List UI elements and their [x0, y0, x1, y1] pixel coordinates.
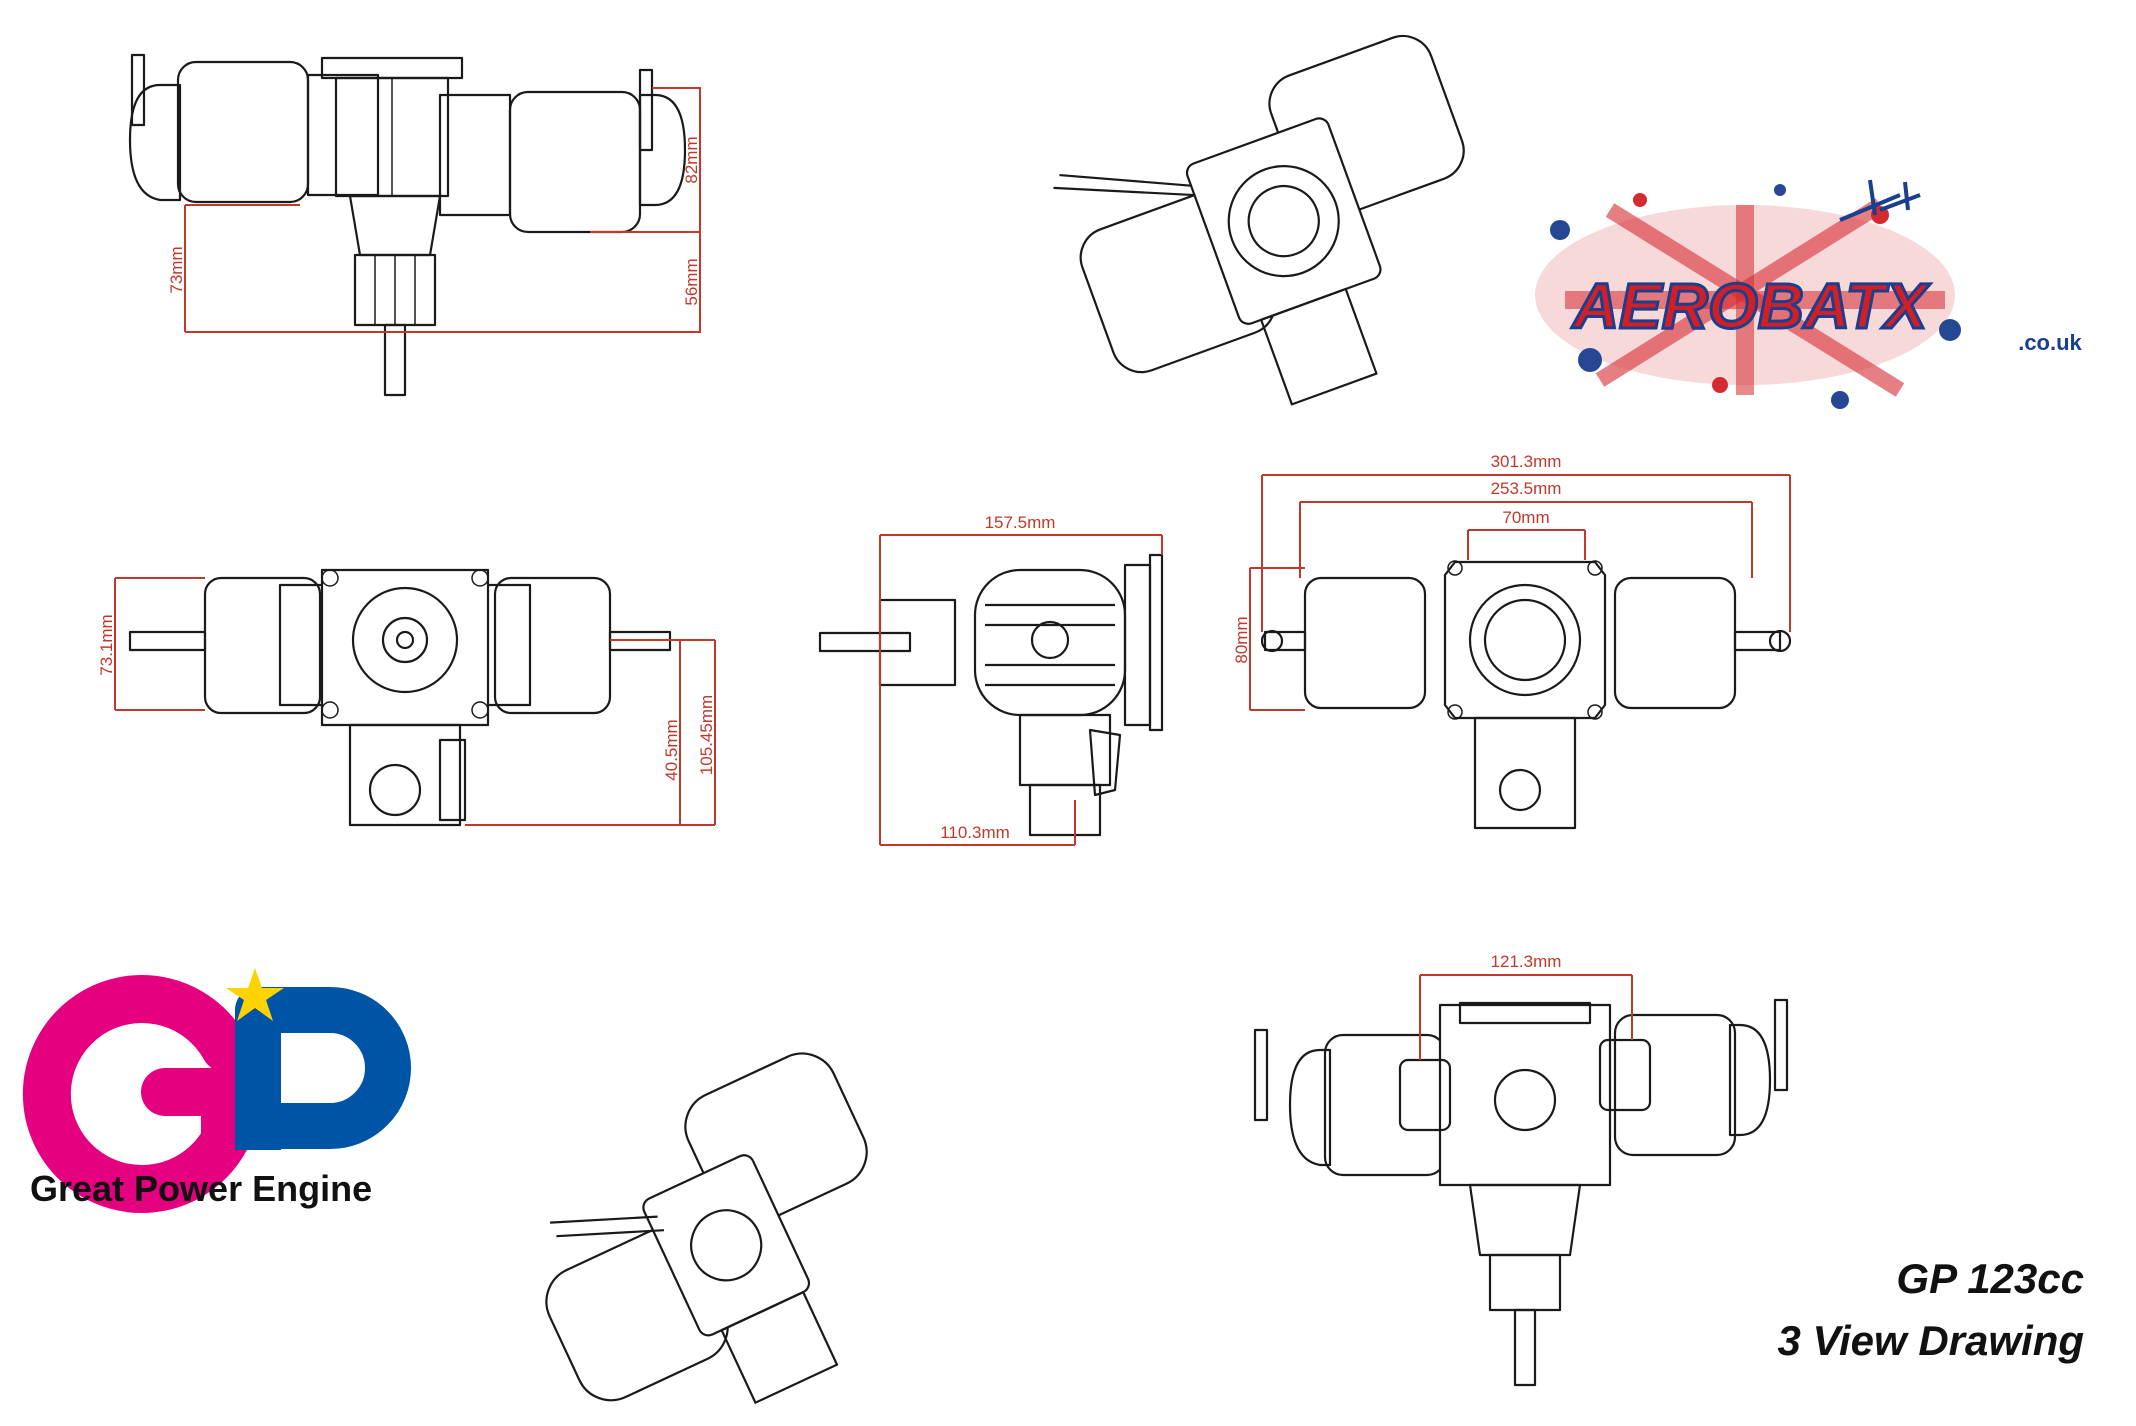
side-view-dimensions: 157.5mm 110.3mm [879, 513, 1163, 846]
dim-label-rear-height: 80mm [1232, 616, 1251, 663]
dim-label-top-upper: 82mm [682, 136, 701, 183]
iso-view-top [1053, 34, 1465, 406]
gp-g-letter [22, 975, 249, 1213]
dim-label-side-length: 157.5mm [985, 513, 1056, 532]
dim-line [1261, 474, 1791, 632]
dim-label-rear-mount: 70mm [1502, 508, 1549, 527]
dim-label-side-bottom: 110.3mm [940, 823, 1010, 842]
dim-label-rear-span: 253.5mm [1491, 479, 1562, 498]
top-view [128, 53, 687, 397]
gp-caption: Great Power Engine [30, 1168, 373, 1209]
aerobatx-domain: .co.uk [2018, 330, 2082, 355]
dim-label-rear-overall: 301.3mm [1491, 452, 1562, 471]
dim-label-top-lower: 56mm [682, 258, 701, 305]
dim-label-top-height: 73mm [167, 246, 186, 293]
dim-line [1249, 567, 1305, 711]
top-view-dimensions: 73mm 82mm 56mm [167, 87, 701, 333]
star-icon [226, 968, 284, 1021]
dim-label-front-height: 73.1mm [97, 614, 116, 675]
dim-line [184, 204, 395, 333]
dim-line [1467, 529, 1586, 560]
dim-line [1299, 501, 1753, 578]
front-view-dimensions: 73.1mm 40.5mm 105.45mm [97, 577, 716, 826]
dim-line [880, 800, 1076, 846]
dim-line [395, 87, 701, 333]
iso-view-bottom [545, 1052, 868, 1404]
union-jack-splash [1535, 184, 1961, 409]
dim-line [879, 534, 1163, 845]
rear-view [1260, 560, 1792, 830]
aerobatx-logo: AEROBATX .co.uk [1535, 179, 2083, 409]
drawing-subtitle: 3 View Drawing [1777, 1317, 2084, 1364]
dim-label-front-total: 105.45mm [697, 695, 716, 775]
front-view [128, 568, 672, 827]
rear-view-dimensions: 301.3mm 253.5mm 70mm 80mm [1232, 452, 1791, 711]
aircraft-icon [1839, 179, 1921, 222]
dim-line [114, 577, 205, 711]
dim-line [465, 639, 716, 826]
side-view [818, 553, 1164, 837]
dim-label-front-lower: 40.5mm [662, 719, 681, 780]
model-title: GP 123cc [1896, 1255, 2084, 1302]
gp-p-letter [235, 987, 411, 1150]
aerobatx-wordmark: AEROBATX [1571, 270, 1931, 342]
dim-label-bottom-spacing: 121.3mm [1491, 952, 1562, 971]
bottom-view [1253, 998, 1789, 1387]
gp-logo [22, 968, 411, 1213]
dim-line [1419, 974, 1633, 1060]
drawing-title-block: GP 123cc 3 View Drawing [1777, 1248, 2084, 1372]
bottom-view-dimensions: 121.3mm [1419, 952, 1633, 1060]
